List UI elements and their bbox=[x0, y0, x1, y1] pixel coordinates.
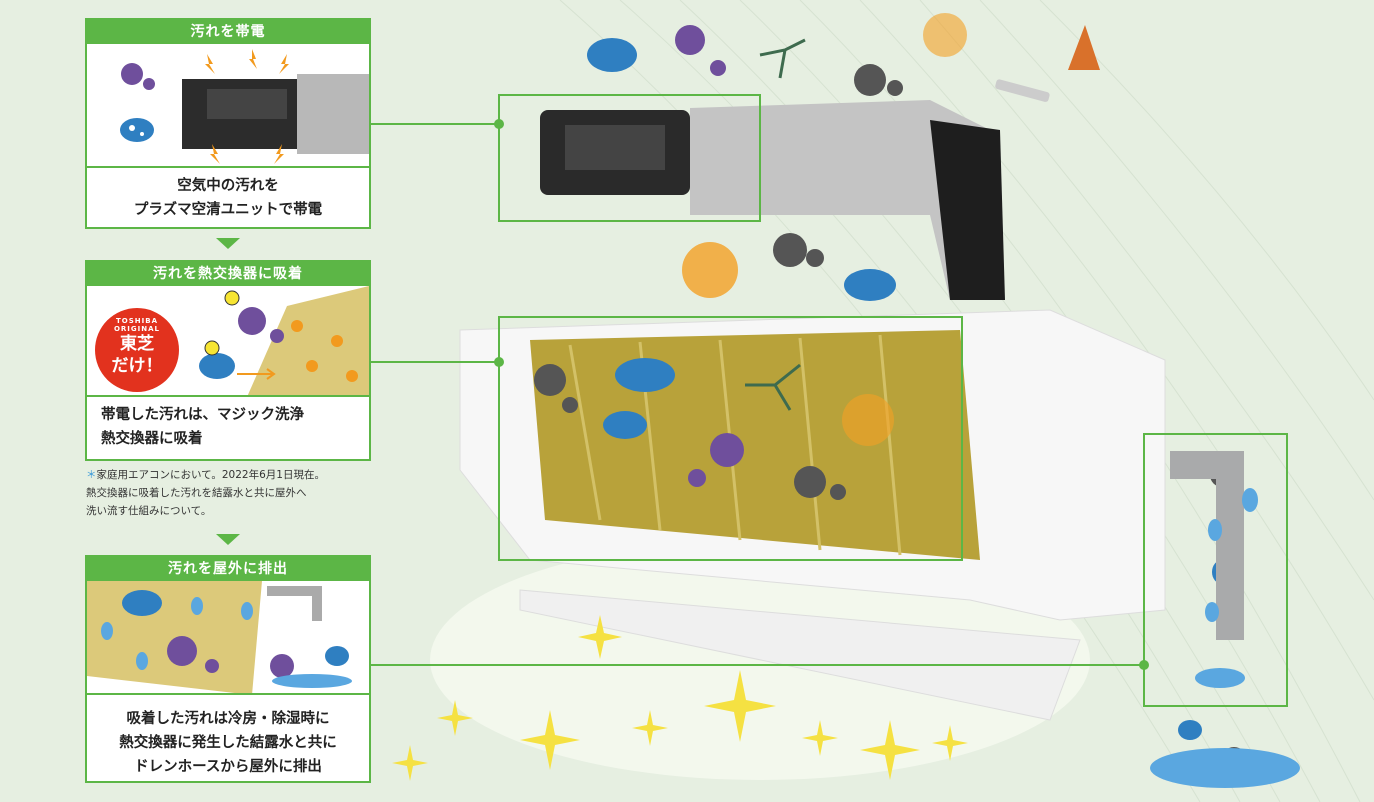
desc-line: 吸着した汚れは冷房・除湿時に bbox=[126, 711, 330, 727]
step-1-title: 汚れを帯電 bbox=[87, 20, 369, 44]
sparkle-icon bbox=[392, 615, 968, 781]
germ-blue-icon bbox=[325, 646, 349, 666]
cigarette-icon bbox=[995, 79, 1050, 102]
badge-arc-text: TOSHIBA ORIGINAL bbox=[113, 317, 161, 333]
step-2-title: 汚れを熱交換器に吸着 bbox=[87, 262, 369, 286]
footnote-line: 熱交換器に吸着した汚れを結露水と共に屋外へ bbox=[86, 487, 307, 499]
step-3-panel: 汚れを屋外に排出 吸着した汚れは冷房・除湿時に 熱交換器に発生した結露水と共に … bbox=[85, 555, 371, 783]
germ-purple-icon bbox=[675, 25, 744, 487]
step-2-description: 帯電した汚れは、マジック洗浄 熱交換器に吸着 bbox=[87, 397, 369, 451]
footnote-line: 洗い流す仕組みについて。 bbox=[86, 505, 212, 517]
connector-dot bbox=[1139, 660, 1149, 670]
connector-line bbox=[371, 361, 499, 363]
germ-blue-icon bbox=[199, 353, 235, 379]
desc-line: 熱交換器に吸着 bbox=[101, 431, 203, 447]
desc-line: 熱交換器に発生した結露水と共に bbox=[119, 735, 337, 751]
germ-purple-icon bbox=[121, 63, 155, 90]
step-1-illustration bbox=[87, 44, 369, 168]
germ-purple-icon bbox=[238, 307, 284, 343]
germ-blue-icon bbox=[122, 590, 162, 616]
step-3-illustration bbox=[87, 581, 369, 695]
toshiba-original-badge: TOSHIBA ORIGINAL 東芝 だけ！ bbox=[95, 308, 179, 392]
molecule-icon bbox=[745, 38, 806, 411]
callout-plasma-unit bbox=[498, 94, 761, 222]
footnote: ＊家庭用エアコンにおいて。2022年6月1日現在。 熱交換器に吸着した汚れを結露… bbox=[86, 466, 376, 520]
tree-pollen-icon bbox=[1068, 25, 1100, 70]
connector-line bbox=[371, 664, 1144, 666]
connector-dot bbox=[494, 119, 504, 129]
step-1-panel: 汚れを帯電 空気中の汚れを プラズマ空清ユニットで帯電 bbox=[85, 18, 371, 229]
badge-line-1: 東芝 bbox=[120, 334, 154, 354]
callout-drain-hose bbox=[1143, 433, 1288, 707]
step-1-description: 空気中の汚れを プラズマ空清ユニットで帯電 bbox=[87, 168, 369, 222]
connector-line bbox=[371, 123, 499, 125]
step-2-illustration: TOSHIBA ORIGINAL 東芝 だけ！ bbox=[87, 286, 369, 397]
step-3-description: 吸着した汚れは冷房・除湿時に 熱交換器に発生した結露水と共に ドレンホースから屋… bbox=[87, 695, 369, 779]
connector-dot bbox=[494, 357, 504, 367]
flow-arrow-icon bbox=[216, 238, 240, 249]
step-3-title: 汚れを屋外に排出 bbox=[87, 557, 369, 581]
desc-line: 帯電した汚れは、マジック洗浄 bbox=[101, 407, 304, 423]
desc-line: ドレンホースから屋外に排出 bbox=[134, 759, 322, 775]
germ-blue-icon bbox=[120, 118, 154, 142]
desc-line: プラズマ空清ユニットで帯電 bbox=[133, 202, 323, 218]
pollen-icon bbox=[682, 13, 967, 446]
germ-purple-icon bbox=[167, 636, 294, 678]
badge-line-2: だけ！ bbox=[111, 356, 163, 376]
footnote-line: 家庭用エアコンにおいて。2022年6月1日現在。 bbox=[96, 469, 325, 481]
desc-line: 空気中の汚れを bbox=[177, 178, 279, 194]
plasma-unit bbox=[540, 100, 1005, 300]
callout-heat-exchanger bbox=[498, 316, 963, 561]
footnote-marker: ＊ bbox=[86, 469, 97, 481]
flow-arrow-icon bbox=[216, 534, 240, 545]
germ-blue-icon bbox=[587, 38, 1232, 740]
step-2-panel: 汚れを熱交換器に吸着 TOSHIBA ORIGINAL 東芝 だけ！ 帯電した汚… bbox=[85, 260, 371, 461]
